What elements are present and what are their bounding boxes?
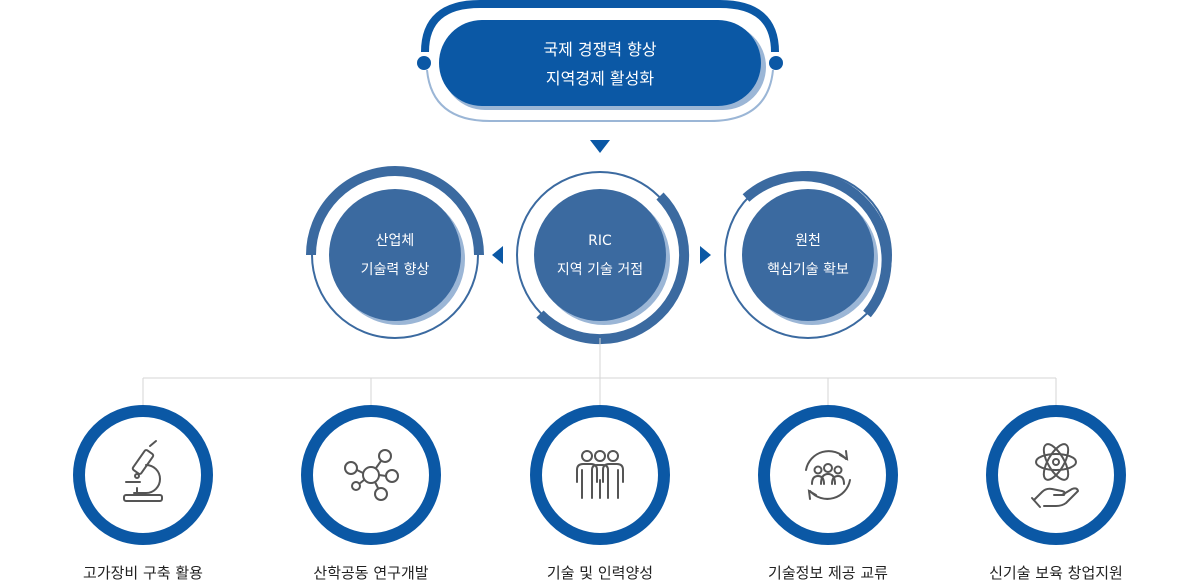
circle-ric-arc: [536, 192, 690, 345]
top-goal-line2: 지역경제 활성화: [546, 69, 654, 88]
circle-source-tech: 원천 핵심기술 확보: [724, 171, 892, 339]
activity-equipment-ring: [73, 405, 213, 545]
circle-ric-fill: [534, 189, 666, 321]
circle-source-tech-line2: 핵심기술 확보: [767, 262, 849, 278]
top-goal-pill: [439, 20, 761, 106]
top-goal-lower-arc: [426, 69, 774, 122]
circle-ric-line1: RIC: [588, 233, 612, 249]
circle-industry-arc: [306, 166, 484, 256]
top-goal-outer-arc: [421, 0, 779, 53]
activity-joint-research: 산학공동 연구개발: [301, 405, 441, 582]
top-goal-right-dot: [769, 56, 783, 70]
circle-industry-line2: 기술력 향상: [361, 262, 430, 278]
arrow-down: [590, 140, 610, 153]
activity-talent-ring: [530, 405, 670, 545]
activity-talent-label: 기술 및 인력양성: [547, 564, 653, 582]
people-group-icon: [576, 450, 624, 499]
circle-ric-line2: 지역 기술 거점: [557, 262, 643, 278]
circle-industry: 산업체 기술력 향상: [306, 166, 484, 339]
activity-startup-label: 신기술 보육 창업지원: [989, 564, 1123, 582]
top-goal-line1: 국제 경쟁력 향상: [543, 40, 656, 59]
activity-talent: 기술 및 인력양성: [530, 405, 670, 582]
activity-info-exchange-label: 기술정보 제공 교류: [768, 564, 888, 582]
activity-joint-research-label: 산학공동 연구개발: [313, 564, 428, 582]
activity-equipment: 고가장비 구축 활용: [73, 405, 213, 582]
circle-source-tech-fill: [742, 189, 874, 321]
microscope-icon: [123, 440, 163, 502]
arrow-right: [700, 246, 711, 264]
activity-equipment-label: 고가장비 구축 활용: [83, 564, 203, 582]
activity-joint-research-ring: [301, 405, 441, 545]
circle-source-tech-line1: 원천: [795, 233, 821, 249]
activity-info-exchange: 기술정보 제공 교류: [758, 405, 898, 582]
connector-lines: [142, 338, 1057, 405]
activity-startup: 신기술 보육 창업지원: [986, 405, 1126, 582]
top-goal: 국제 경쟁력 향상 지역경제 활성화: [417, 0, 783, 122]
arrow-left: [492, 246, 503, 264]
circle-source-tech-arc: [742, 171, 892, 318]
molecule-icon: [344, 449, 399, 501]
circle-industry-fill: [329, 189, 461, 321]
people-exchange-icon: [805, 450, 851, 500]
top-goal-left-dot: [417, 56, 431, 70]
atom-hand-icon: [1031, 443, 1079, 508]
circle-industry-line1: 산업체: [376, 233, 415, 249]
circle-ric: RIC 지역 기술 거점: [516, 171, 690, 345]
